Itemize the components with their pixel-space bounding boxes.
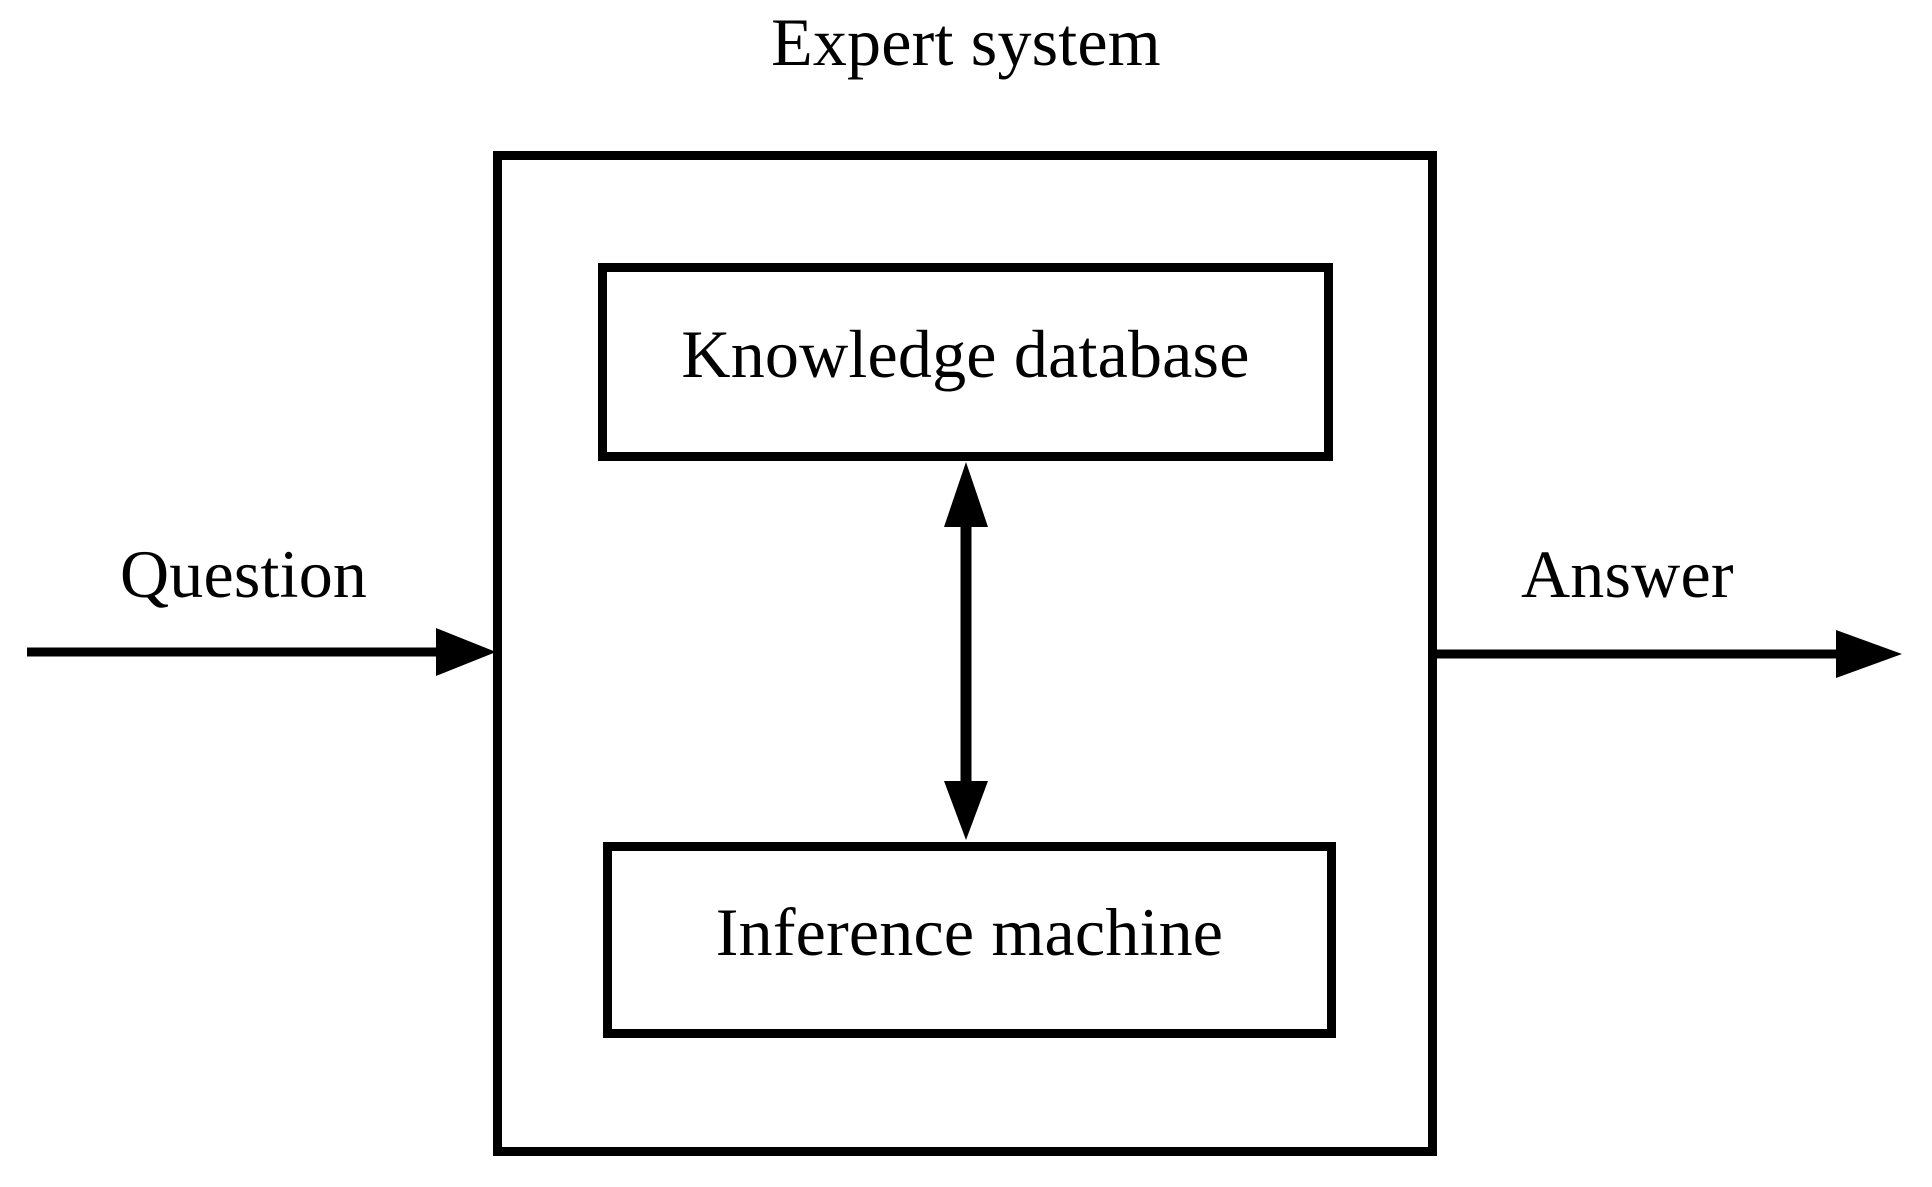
- knowledge-database-box: [598, 263, 1333, 461]
- inference-machine-label: Inference machine: [715, 894, 1224, 970]
- knowledge-database-label: Knowledge database: [681, 316, 1250, 392]
- answer-label: Answer: [1521, 536, 1734, 612]
- inference-machine-box: [603, 842, 1336, 1038]
- question-arrow: [27, 628, 496, 676]
- knowledge-inference-link-arrow: [944, 462, 988, 840]
- diagram-title: Expert system: [771, 4, 1161, 80]
- answer-arrow: [1433, 630, 1902, 678]
- question-label: Question: [120, 536, 368, 612]
